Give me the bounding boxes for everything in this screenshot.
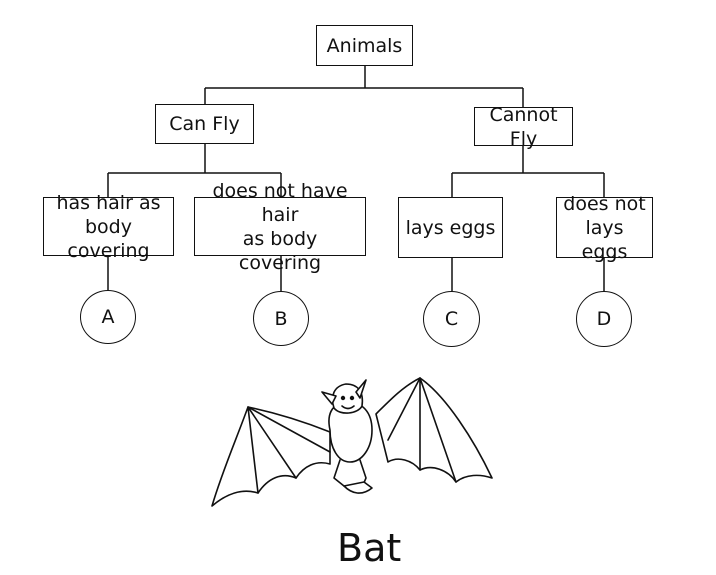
bat-caption: Bat [337, 526, 402, 570]
node-no-eggs-line1: does not [563, 192, 646, 215]
node-can-fly: Can Fly [155, 104, 254, 144]
node-has-hair-line2: body covering [67, 215, 150, 262]
leaf-a-label: A [101, 306, 115, 328]
bat-icon [211, 377, 493, 507]
leaf-c: C [423, 291, 480, 347]
node-cannot-fly-label: Cannot Fly [489, 103, 558, 150]
node-no-eggs-line2: lays eggs [581, 216, 628, 263]
node-can-fly-label: Can Fly [169, 113, 240, 135]
node-has-hair: has hair as body covering [43, 192, 174, 262]
leaf-a: A [80, 290, 136, 344]
leaf-b-label: B [274, 307, 288, 330]
node-animals-label: Animals [326, 34, 403, 57]
node-no-hair: does not have hair as body covering [194, 180, 366, 274]
leaf-b: B [253, 291, 309, 346]
leaf-d-label: D [596, 308, 612, 330]
node-no-hair-line1: does not have hair [212, 179, 348, 226]
node-cannot-fly: Cannot Fly [474, 104, 573, 150]
node-no-hair-line2: as body covering [238, 227, 322, 274]
node-lays-eggs: lays eggs [398, 197, 503, 258]
node-lays-eggs-label: lays eggs [405, 216, 496, 239]
node-no-eggs: does not lays eggs [556, 193, 653, 263]
node-has-hair-line1: has hair as [56, 191, 161, 214]
node-animals: Animals [316, 25, 413, 66]
leaf-d: D [576, 291, 632, 347]
leaf-c-label: C [444, 308, 459, 330]
